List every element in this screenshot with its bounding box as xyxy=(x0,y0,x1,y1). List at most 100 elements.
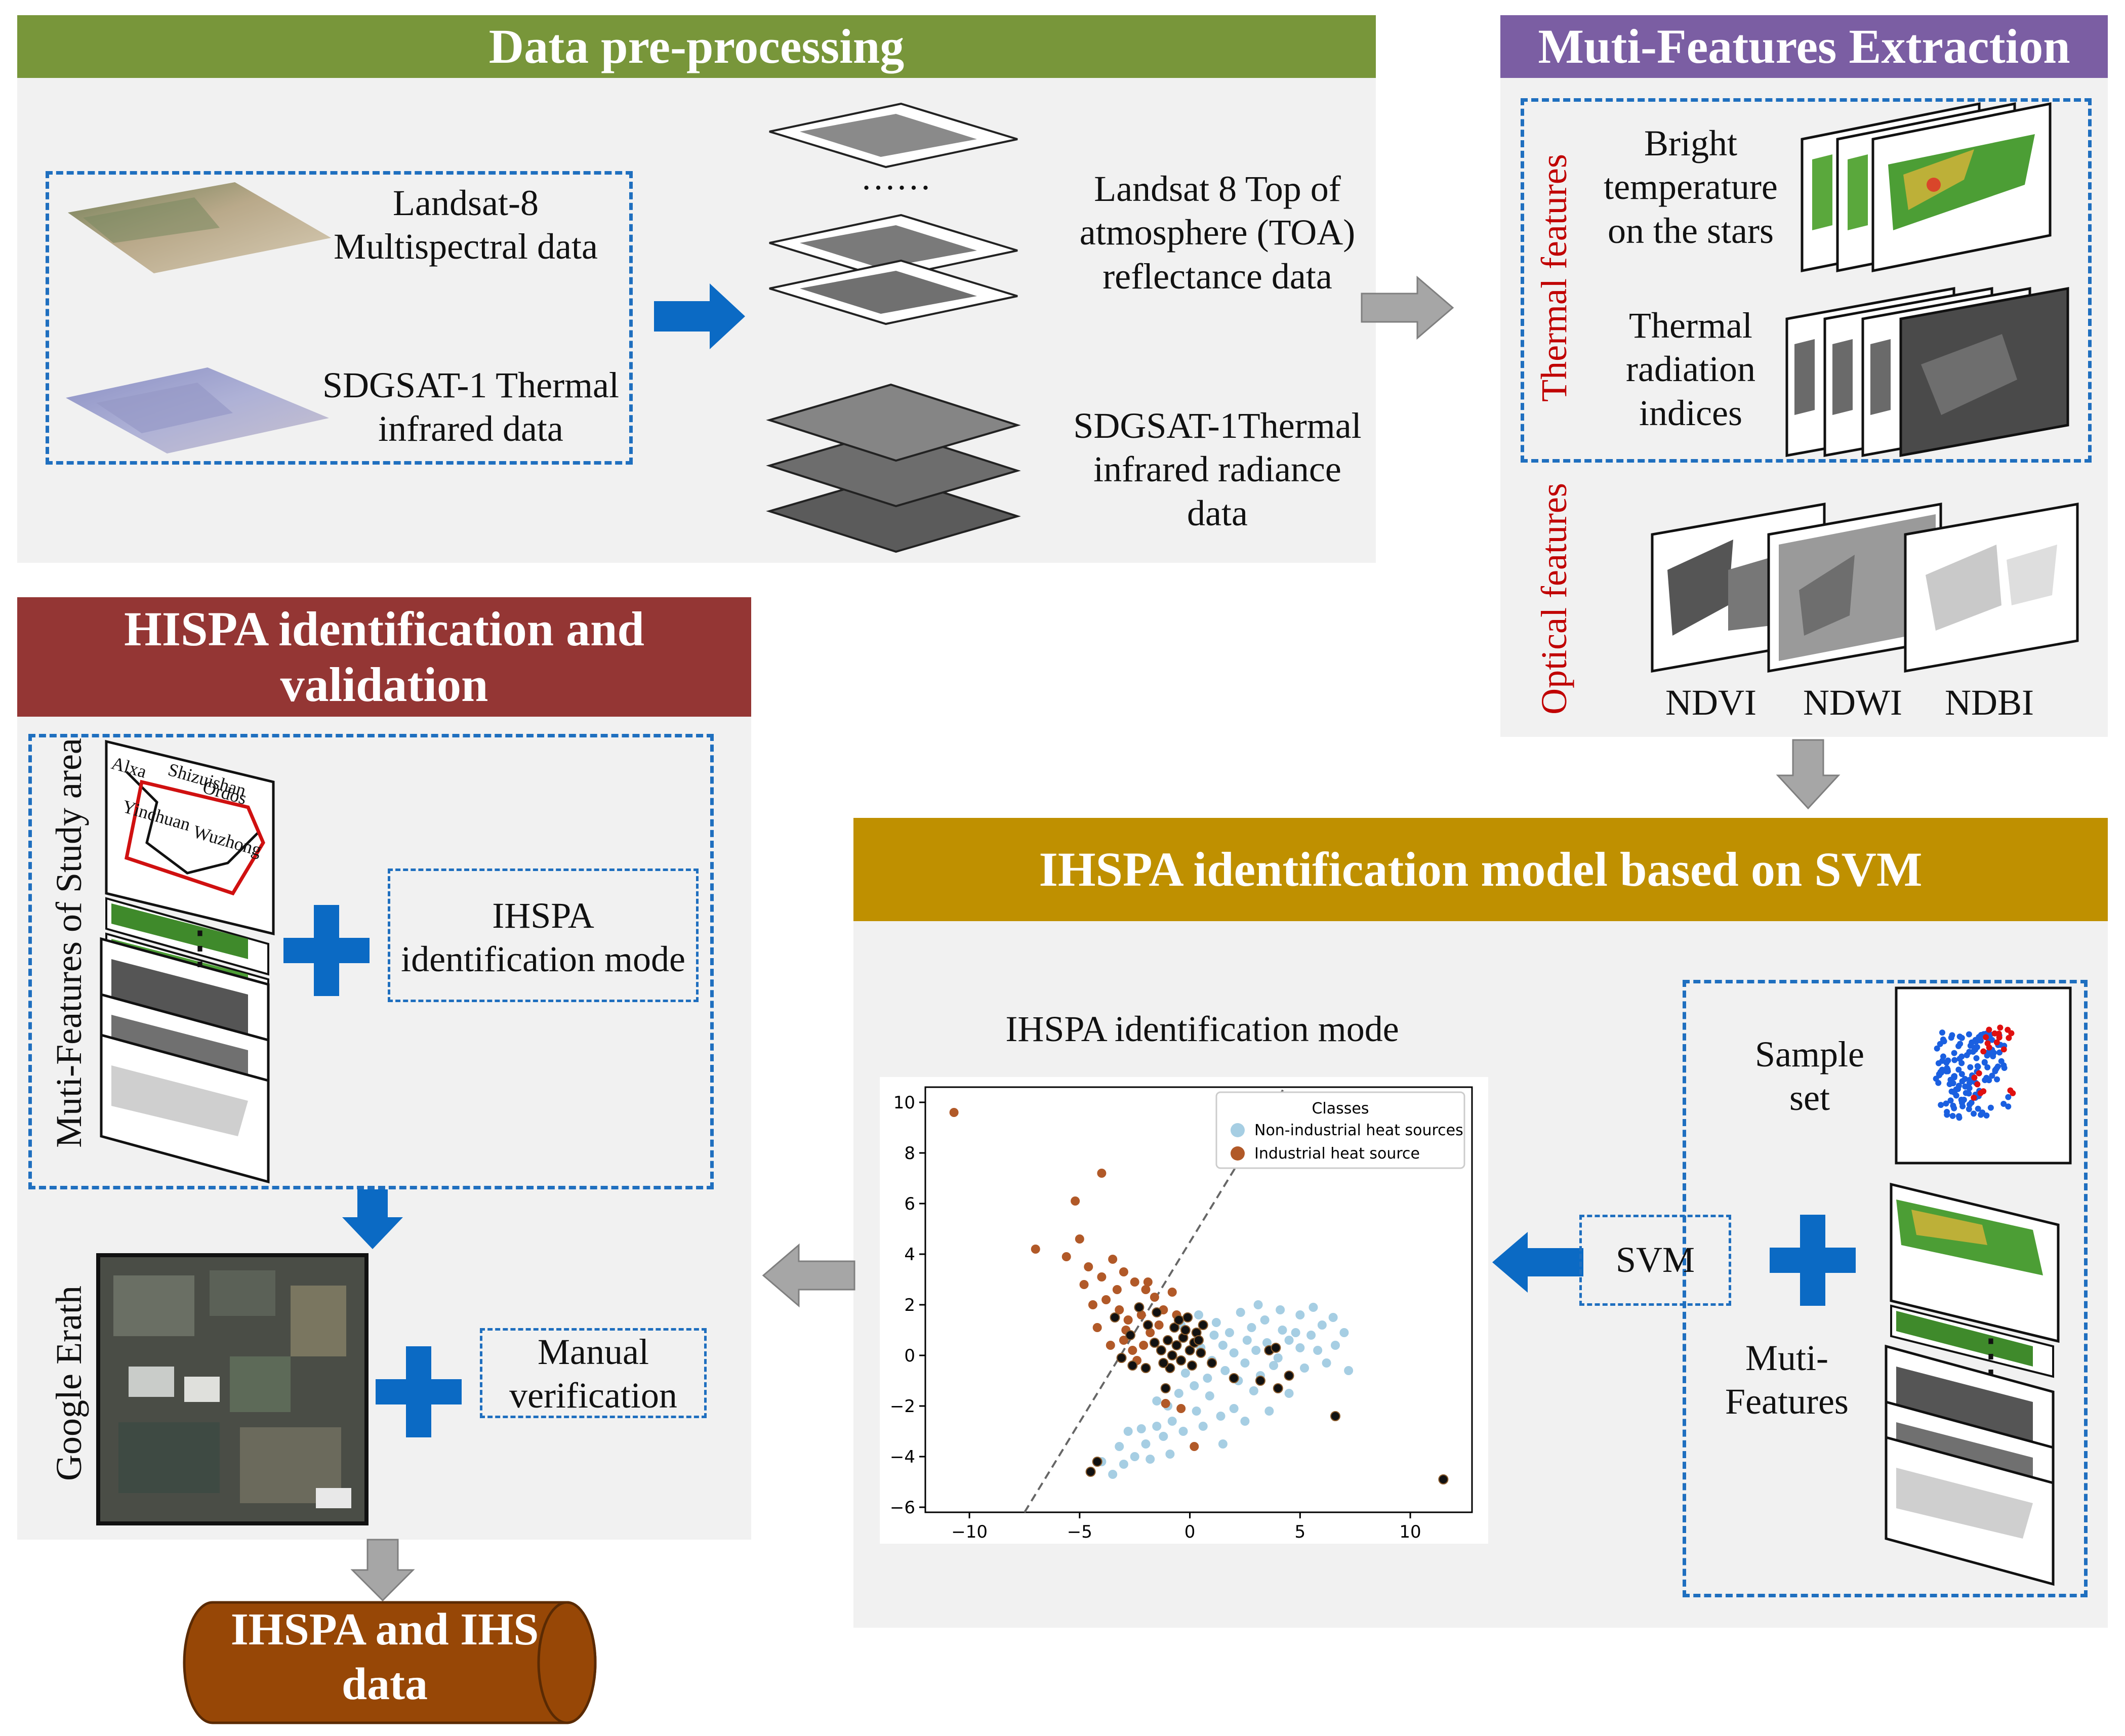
legend-box xyxy=(1215,1091,1465,1169)
sample-point xyxy=(1953,1092,1959,1099)
scatter-point xyxy=(1152,1307,1162,1317)
scatter-point xyxy=(1262,1338,1272,1347)
sample-point xyxy=(1943,1100,1949,1107)
ndbi-label: NDBI xyxy=(1945,682,2034,723)
sample-point-red xyxy=(1976,1070,1982,1077)
svm-inputs-box xyxy=(1683,980,2088,1597)
scatter-point xyxy=(1284,1371,1294,1381)
thermal-features-box xyxy=(1521,98,2092,463)
sample-point xyxy=(1945,1057,1951,1064)
sample-point-red xyxy=(1996,1034,2003,1041)
legend-title: Classes xyxy=(1312,1100,1369,1118)
legend-marker xyxy=(1231,1123,1245,1137)
scatter-point xyxy=(1284,1336,1294,1345)
google-earth-label: Google Erath xyxy=(49,1286,89,1481)
output-label: IHSPA and IHS data xyxy=(230,1604,539,1709)
scatter-point xyxy=(1130,1452,1139,1461)
scatter-point xyxy=(1134,1302,1145,1312)
scatter-point xyxy=(1127,1360,1138,1371)
scatter-point xyxy=(1088,1300,1097,1309)
scatter-point xyxy=(1184,1345,1195,1355)
scatter-point xyxy=(1247,1323,1256,1332)
sample-point-red xyxy=(2000,1046,2007,1053)
sample-point xyxy=(1967,1043,1974,1049)
y-tick-label: 0 xyxy=(904,1346,915,1366)
x-tick-label: −5 xyxy=(1067,1522,1092,1542)
bright-temp-label: Bright temperature on the stars xyxy=(1604,123,1778,251)
plot-frame xyxy=(924,1086,1473,1513)
sample-point xyxy=(1972,1047,1978,1053)
scatter-point xyxy=(1123,1315,1133,1325)
scatter-point xyxy=(1240,1417,1250,1426)
scatter-point xyxy=(1242,1336,1252,1345)
sample-point xyxy=(1934,1045,1940,1052)
legend-marker xyxy=(1231,1146,1245,1161)
scatter-point xyxy=(1143,1277,1153,1287)
muti-features-label: Muti- Features xyxy=(1725,1338,1849,1422)
preprocessing-header: Data pre-processing xyxy=(17,15,1376,78)
sample-point-red xyxy=(1971,1074,1978,1081)
legend-label: Industrial heat source xyxy=(1254,1145,1420,1163)
x-tick-label: 0 xyxy=(1184,1522,1196,1542)
scatter-point xyxy=(1106,1341,1115,1350)
sample-point xyxy=(1996,1049,2003,1056)
scatter-point xyxy=(1198,1422,1208,1431)
sample-point xyxy=(1983,1112,1990,1119)
scatter-point xyxy=(1330,1411,1340,1421)
sample-point xyxy=(1958,1071,1965,1078)
preprocessing-panel xyxy=(17,15,1376,563)
scatter-point xyxy=(1101,1295,1111,1304)
plus-icon-3 xyxy=(1770,1215,1856,1306)
scatter-point xyxy=(1152,1396,1162,1406)
sample-point xyxy=(1973,1039,1979,1045)
validation-header: HISPA identification and validation xyxy=(17,597,751,717)
y-tick-label: 10 xyxy=(893,1093,915,1113)
scatter-point xyxy=(1165,1363,1175,1373)
preprocessing-title: Data pre-processing xyxy=(488,19,905,73)
scatter-point xyxy=(1194,1310,1203,1319)
scatter-point xyxy=(1253,1300,1263,1309)
scatter-point xyxy=(1163,1335,1173,1345)
scatter-point xyxy=(1192,1407,1201,1416)
scatter-point xyxy=(1278,1326,1287,1335)
sample-point xyxy=(1955,1113,1962,1120)
scatter-point xyxy=(1149,1338,1160,1348)
sample-point xyxy=(1994,1076,2000,1083)
sample-point xyxy=(1966,1106,1972,1112)
sample-point xyxy=(1981,1059,1988,1065)
scatter-point xyxy=(1115,1442,1124,1451)
landsat-label: Landsat-8 Multispectral data xyxy=(334,183,598,267)
sample-point xyxy=(1978,1031,1984,1038)
scatter-point xyxy=(1344,1366,1354,1375)
scatter-point xyxy=(1438,1474,1449,1484)
study-area-label: Muti-Features of Study area xyxy=(49,738,89,1148)
scatter-point xyxy=(1211,1318,1221,1327)
x-tick-label: −10 xyxy=(951,1522,988,1542)
plot-title: IHSPA identification mode xyxy=(1005,1009,1399,1049)
radiance-label: SDGSAT-1Thermal infrared radiance data xyxy=(1073,405,1362,533)
scatter-point xyxy=(1209,1331,1219,1340)
svm-title: IHSPA identification model based on SVM xyxy=(1039,842,1923,896)
y-tick-label: 4 xyxy=(904,1245,915,1265)
sample-point xyxy=(1944,1108,1950,1115)
scatter-point xyxy=(1084,1262,1093,1271)
optical-indices-images xyxy=(1651,503,2079,673)
scatter-point xyxy=(1300,1363,1310,1373)
arrow-right-blue-1 xyxy=(654,283,745,349)
sample-point-red xyxy=(1986,1026,1992,1033)
sample-point xyxy=(1947,1097,1954,1104)
scatter-point xyxy=(1190,1442,1199,1451)
scatter-point xyxy=(1251,1346,1261,1355)
scatter-point xyxy=(1112,1285,1122,1294)
arrow-down-blue-1 xyxy=(342,1189,403,1249)
study-area-stack xyxy=(100,739,275,1184)
scatter-point xyxy=(1190,1381,1199,1390)
x-tick-label: 10 xyxy=(1399,1522,1421,1542)
y-tick-label: −4 xyxy=(890,1447,915,1467)
sample-point xyxy=(1950,1102,1956,1109)
scatter-point xyxy=(1273,1353,1283,1362)
scatter-point xyxy=(1198,1320,1208,1330)
scatter-point xyxy=(1313,1346,1323,1355)
arrow-down-gray-1 xyxy=(1776,739,1841,810)
output-cylinder xyxy=(183,1601,597,1724)
